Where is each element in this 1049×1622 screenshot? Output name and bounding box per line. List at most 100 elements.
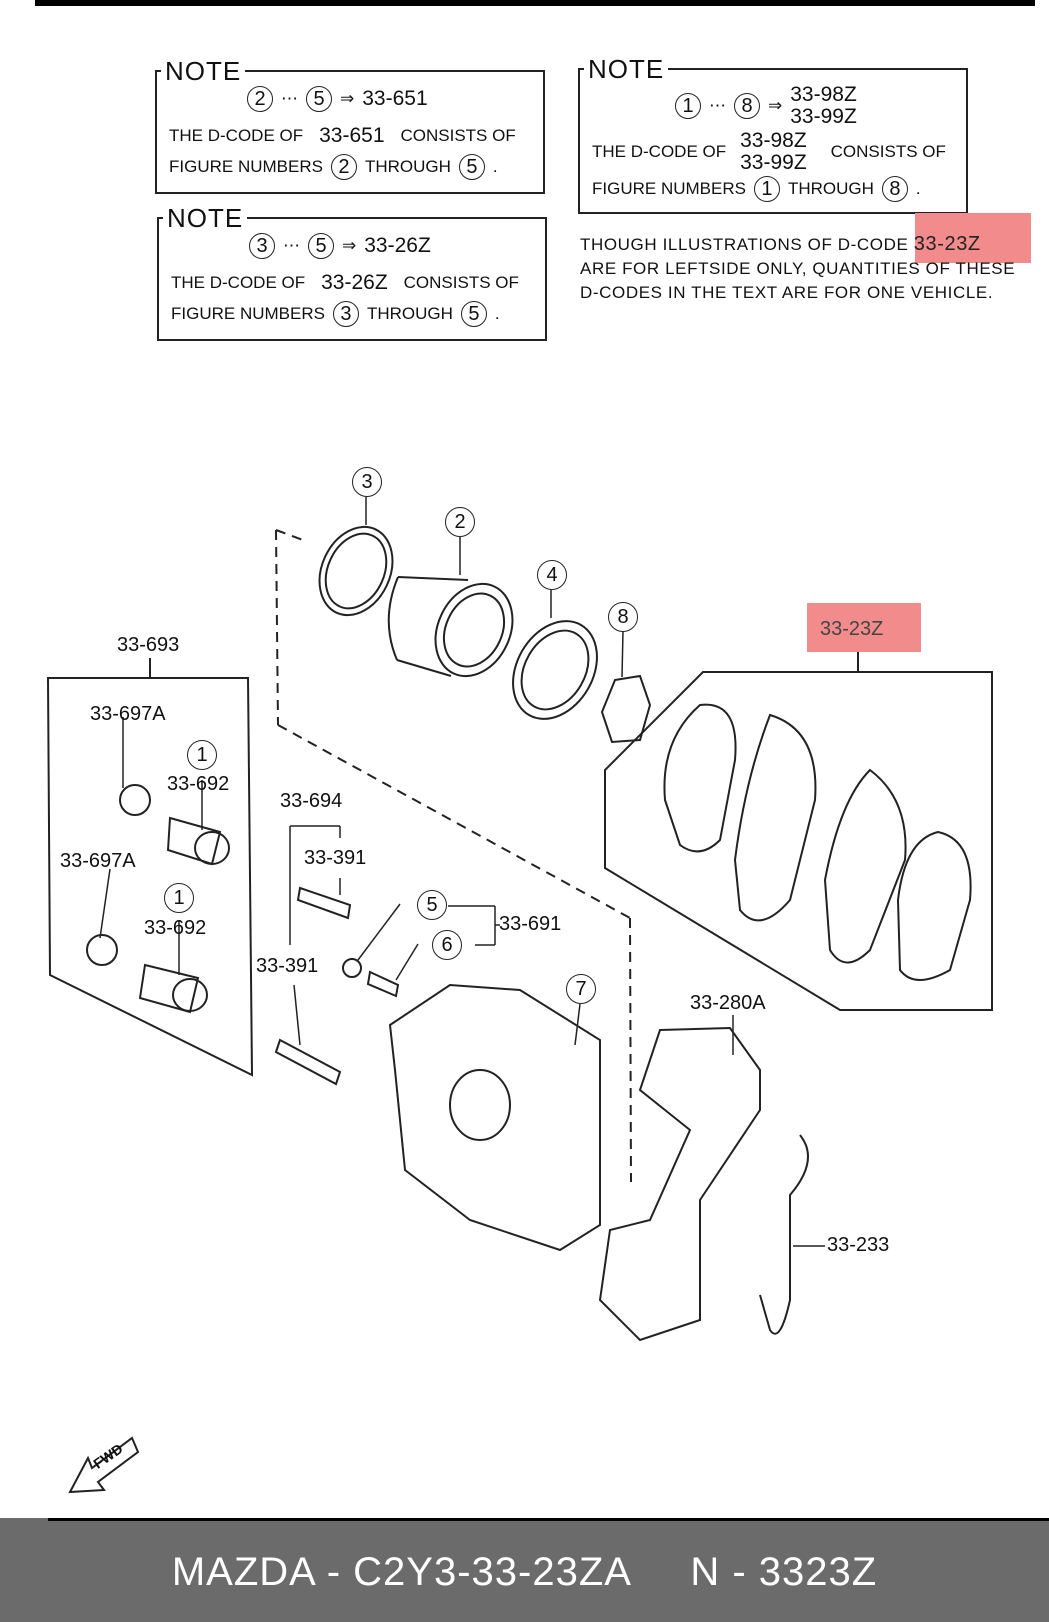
statement-line: THOUGH ILLUSTRATIONS OF D-CODE 33-23Z (580, 232, 1020, 257)
quantity-statement: THOUGH ILLUSTRATIONS OF D-CODE 33-23Z AR… (580, 232, 1020, 305)
note-text: . (492, 157, 498, 176)
brake-pad-inner (823, 768, 907, 964)
note-text: THROUGH (364, 157, 451, 176)
statement-line: ARE FOR LEFTSIDE ONLY, QUANTITIES OF THE… (580, 259, 1016, 278)
label-33-23Z-pads: 33-23Z (820, 618, 884, 640)
brake-pad-shim-outer (663, 703, 737, 853)
label-33-691: 33-691 (499, 913, 562, 935)
figure-number-circle: 8 (734, 93, 760, 119)
pin-bushes-left (86, 784, 230, 1014)
note-text: THROUGH (787, 179, 874, 198)
note-text: CONSISTS OF (830, 142, 946, 161)
statement-code: 33-23Z (913, 233, 981, 255)
piston-boot-part (512, 620, 598, 720)
figure-number-5: 5 (417, 890, 447, 920)
label-33-692-bottom: 33-692 (144, 917, 207, 939)
figure-number-circle: 3 (249, 233, 275, 259)
note-text: FIGURE NUMBERS (169, 157, 323, 176)
part-number-footer: MAZDA - C2Y3-33-23ZA N - 3323Z (0, 1518, 1049, 1622)
figure-number-circle: 3 (332, 301, 359, 327)
footer-alt-number: N - 3323Z (690, 1550, 878, 1594)
note-text: THE D-CODE OF (171, 273, 306, 292)
pads-33-23Z-outline (604, 671, 993, 1011)
figure-number-2: 2 (445, 507, 475, 537)
top-border-line (35, 0, 1035, 6)
note-text: FIGURE NUMBERS (592, 179, 746, 198)
note-code: 33-651 (362, 87, 428, 110)
fwd-arrow-icon (68, 1436, 140, 1494)
footer-text: MAZDA - C2Y3-33-23ZA N - 3323Z (0, 1550, 1049, 1595)
bleeder-cap-part (342, 958, 362, 978)
note-code: 33-98Z (790, 83, 857, 106)
figure-number-circle: 8 (881, 176, 908, 202)
ellipsis-icon: ⋯ (283, 236, 300, 255)
figure-number-circle: 5 (306, 86, 332, 112)
figure-number-7: 7 (566, 974, 596, 1004)
figure-number-circle: 2 (247, 86, 273, 112)
note-code: 33-26Z (321, 271, 388, 294)
note-box-33-26Z: NOTE 3 ⋯ 5 ⇒ 33-26Z THE D-CODE OF 33-26Z… (157, 203, 547, 341)
note-code: 33-651 (319, 124, 385, 147)
note-code-stack: 33-98Z 33-99Z (740, 130, 807, 174)
label-33-280A: 33-280A (690, 992, 766, 1014)
footer-top-line (48, 1518, 1049, 1521)
note-code-stack: 33-98Z 33-99Z (790, 84, 857, 128)
hold-down-spring-part (759, 1134, 809, 1335)
label-33-391-right: 33-391 (304, 847, 367, 869)
figure-number-1-top: 1 (187, 740, 217, 770)
statement-text: THOUGH ILLUSTRATIONS OF D-CODE (580, 235, 909, 254)
note-text: . (915, 179, 921, 198)
figure-number-8: 8 (608, 602, 638, 632)
note-title: NOTE (163, 203, 248, 234)
caliper-bracket-part (598, 1026, 761, 1342)
figure-number-4: 4 (537, 560, 567, 590)
label-33-693: 33-693 (117, 634, 180, 656)
label-33-694: 33-694 (280, 790, 343, 812)
figure-number-circle: 1 (675, 93, 701, 119)
arrow-right-icon: ⇒ (768, 96, 783, 115)
figure-number-circle: 1 (753, 176, 780, 202)
seal-ring-part (318, 525, 394, 617)
brake-pad-shim-inner (896, 830, 972, 981)
label-33-233: 33-233 (827, 1234, 890, 1256)
note-box-33-98Z: NOTE 1 ⋯ 8 ⇒ 33-98Z 33-99Z THE D-CODE OF… (578, 54, 968, 214)
note-title: NOTE (161, 56, 246, 87)
note-code: 33-98Z (740, 129, 807, 152)
caliper-kit-dashed-outline (275, 529, 304, 541)
note-box-33-651: NOTE 2 ⋯ 5 ⇒ 33-651 THE D-CODE OF 33-651… (155, 56, 545, 194)
piston-part (387, 576, 514, 678)
statement-line: D-CODES IN THE TEXT ARE FOR ONE VEHICLE. (580, 283, 994, 302)
label-33-697A-top: 33-697A (90, 703, 166, 725)
figure-number-circle: 2 (330, 154, 357, 180)
ellipsis-icon: ⋯ (709, 96, 726, 115)
note-text: CONSISTS OF (400, 126, 516, 145)
label-33-692-top: 33-692 (167, 773, 230, 795)
note-text: THROUGH (366, 304, 453, 323)
ellipsis-icon: ⋯ (281, 89, 298, 108)
highlight-pads-label (807, 603, 921, 652)
caliper-body-part (388, 983, 601, 1252)
note-title: NOTE (584, 54, 669, 85)
note-text: THE D-CODE OF (169, 126, 304, 145)
bleeder-screw-part (366, 970, 400, 998)
kit-33-693-outline (46, 677, 254, 1077)
figure-number-circle: 5 (458, 154, 485, 180)
figure-number-1-bottom: 1 (164, 883, 194, 913)
note-text: . (494, 304, 500, 323)
note-text: FIGURE NUMBERS (171, 304, 325, 323)
footer-part-number: MAZDA - C2Y3-33-23ZA (171, 1550, 630, 1594)
arrow-right-icon: ⇒ (342, 236, 357, 255)
figure-number-3: 3 (352, 467, 382, 497)
leader-lines (99, 497, 825, 1247)
note-code: 33-26Z (364, 234, 431, 257)
anti-rattle-clip-part (600, 674, 652, 744)
guide-pin-upper (296, 886, 352, 920)
note-text: THE D-CODE OF (592, 142, 727, 161)
figure-number-6: 6 (432, 930, 462, 960)
note-code: 33-99Z (790, 105, 857, 128)
guide-pin-lower (274, 1038, 342, 1086)
note-text: CONSISTS OF (403, 273, 519, 292)
label-33-697A-bottom: 33-697A (60, 850, 136, 872)
note-code: 33-99Z (740, 151, 807, 174)
